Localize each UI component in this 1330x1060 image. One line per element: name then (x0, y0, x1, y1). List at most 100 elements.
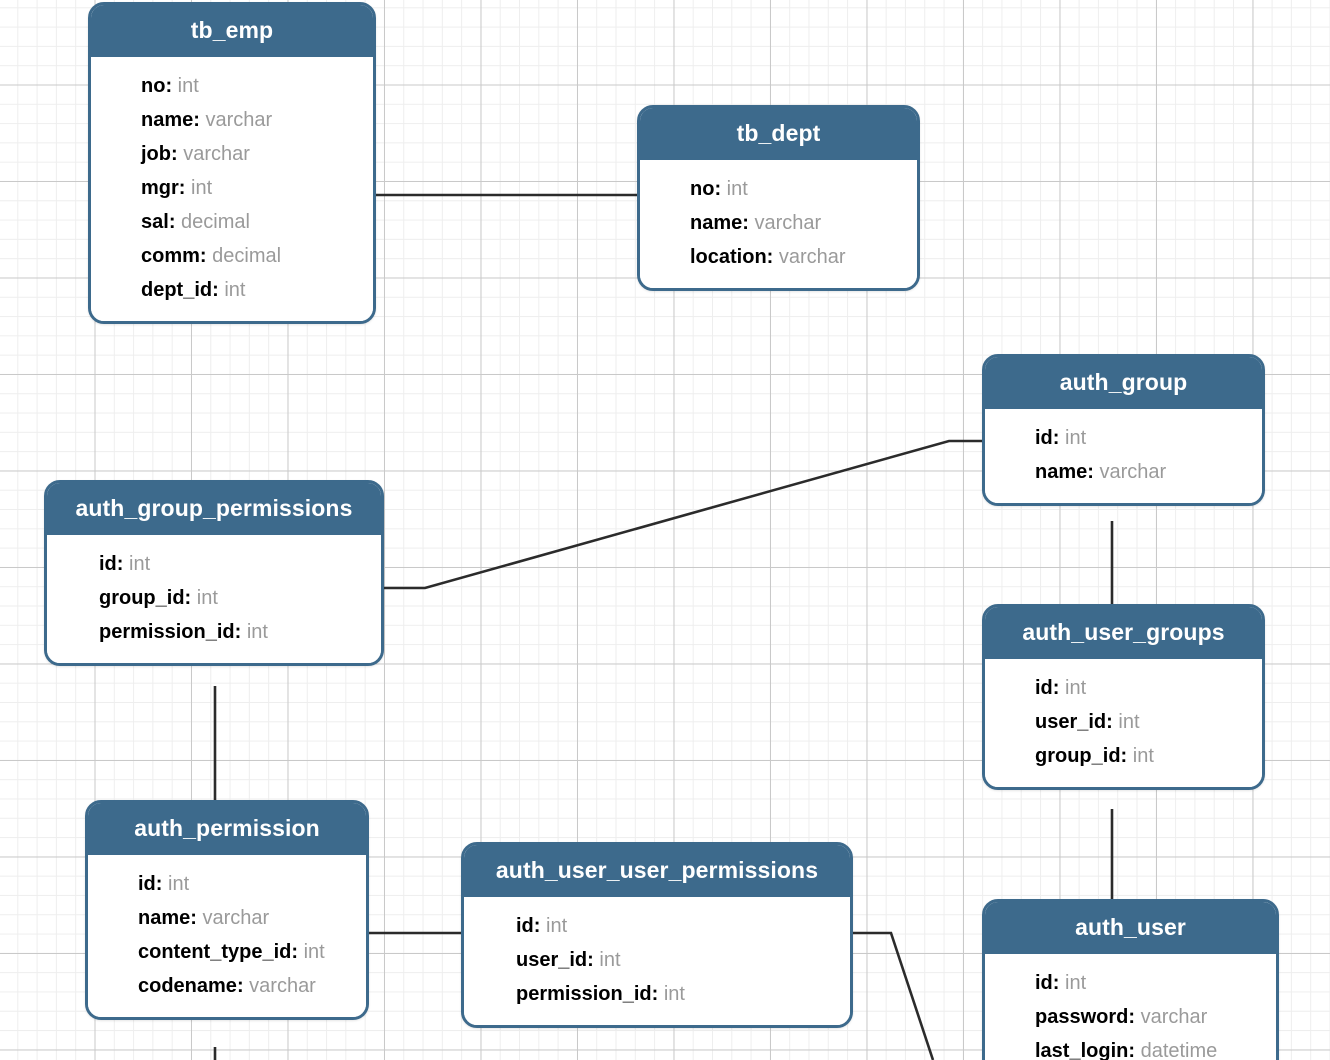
field-separator: : (178, 177, 192, 199)
field-name: user_id (1035, 711, 1107, 733)
field-separator: : (651, 983, 664, 1005)
field-name: name (1035, 461, 1088, 483)
field-row[interactable]: id: int (88, 867, 366, 901)
field-row[interactable]: no: int (91, 69, 373, 103)
field-row[interactable]: no: int (640, 172, 917, 206)
field-separator: : (234, 621, 247, 643)
field-name: sal (141, 211, 169, 233)
field-name: mgr (141, 177, 179, 199)
field-row[interactable]: user_id: int (985, 705, 1262, 739)
field-row[interactable]: user_id: int (464, 943, 850, 977)
field-row[interactable]: dept_id: int (91, 273, 373, 307)
entity-title-auth_permission: auth_permission (88, 803, 366, 855)
field-separator: : (291, 941, 304, 963)
field-type: int (191, 177, 213, 199)
field-name: job (141, 143, 171, 165)
field-name: codename (138, 975, 237, 997)
field-type: varchar (183, 143, 250, 165)
field-row[interactable]: group_id: int (47, 581, 381, 615)
field-separator: : (236, 975, 250, 997)
field-type: int (1065, 677, 1087, 699)
field-row[interactable]: mgr: int (91, 171, 373, 205)
field-row[interactable]: job: varchar (91, 137, 373, 171)
field-name: id (516, 915, 534, 937)
field-type: decimal (212, 245, 282, 267)
field-type: varchar (249, 975, 316, 997)
field-separator: : (212, 279, 225, 301)
field-name: no (690, 178, 715, 200)
field-name: password (1035, 1006, 1129, 1028)
field-row[interactable]: id: int (985, 421, 1262, 455)
field-row[interactable]: permission_id: int (47, 615, 381, 649)
field-type: int (303, 941, 325, 963)
field-type: int (129, 553, 151, 575)
field-separator: : (1052, 972, 1065, 994)
field-type: varchar (202, 907, 270, 929)
field-row[interactable]: id: int (464, 909, 850, 943)
field-row[interactable]: sal: decimal (91, 205, 373, 239)
field-row[interactable]: last_login: datetime (985, 1034, 1276, 1060)
field-type: int (246, 621, 268, 643)
field-type: varchar (754, 212, 822, 234)
field-separator: : (533, 915, 546, 937)
entity-title-auth_group: auth_group (985, 357, 1262, 409)
field-row[interactable]: location: varchar (640, 240, 917, 274)
field-separator: : (155, 873, 168, 895)
field-separator: : (1052, 427, 1065, 449)
field-name: name (690, 212, 743, 234)
field-separator: : (184, 587, 197, 609)
field-row[interactable]: permission_id: int (464, 977, 850, 1011)
field-name: dept_id (141, 279, 213, 301)
field-type: varchar (778, 246, 846, 268)
entity-title-auth_user: auth_user (985, 902, 1276, 954)
field-row[interactable]: content_type_id: int (88, 935, 366, 969)
field-name: no (141, 75, 166, 97)
field-row[interactable]: name: varchar (640, 206, 917, 240)
field-name: id (1035, 677, 1053, 699)
field-separator: : (766, 246, 779, 268)
field-row[interactable]: name: varchar (88, 901, 366, 935)
field-row[interactable]: comm: decimal (91, 239, 373, 273)
field-row[interactable]: id: int (985, 966, 1276, 1000)
connector-auth_group_permissions-auth_group[interactable] (384, 439, 984, 590)
field-separator: : (587, 949, 600, 971)
field-row[interactable]: name: varchar (985, 455, 1262, 489)
field-row[interactable]: codename: varchar (88, 969, 366, 1003)
field-type: int (1118, 711, 1140, 733)
field-separator: : (1106, 711, 1119, 733)
field-name: last_login (1035, 1040, 1129, 1060)
field-name: id (1035, 972, 1053, 994)
field-type: int (546, 915, 568, 937)
field-row[interactable]: id: int (47, 547, 381, 581)
field-separator: : (171, 143, 184, 165)
connector-auth_user_user_permissions-auth_user[interactable] (851, 931, 935, 1060)
entity-title-tb_emp: tb_emp (91, 5, 373, 57)
field-row[interactable]: id: int (985, 671, 1262, 705)
entity-title-auth_user_user_permissions: auth_user_user_permissions (464, 845, 850, 897)
field-row[interactable]: group_id: int (985, 739, 1262, 773)
field-row[interactable]: name: varchar (91, 103, 373, 137)
field-row[interactable]: password: varchar (985, 1000, 1276, 1034)
entity-title-tb_dept: tb_dept (640, 108, 917, 160)
field-separator: : (1128, 1040, 1141, 1060)
field-separator: : (1087, 461, 1100, 483)
field-separator: : (193, 109, 206, 131)
field-name: permission_id (99, 621, 235, 643)
field-name: permission_id (516, 983, 652, 1005)
field-type: varchar (205, 109, 273, 131)
field-name: comm (141, 245, 200, 267)
field-type: int (196, 587, 218, 609)
